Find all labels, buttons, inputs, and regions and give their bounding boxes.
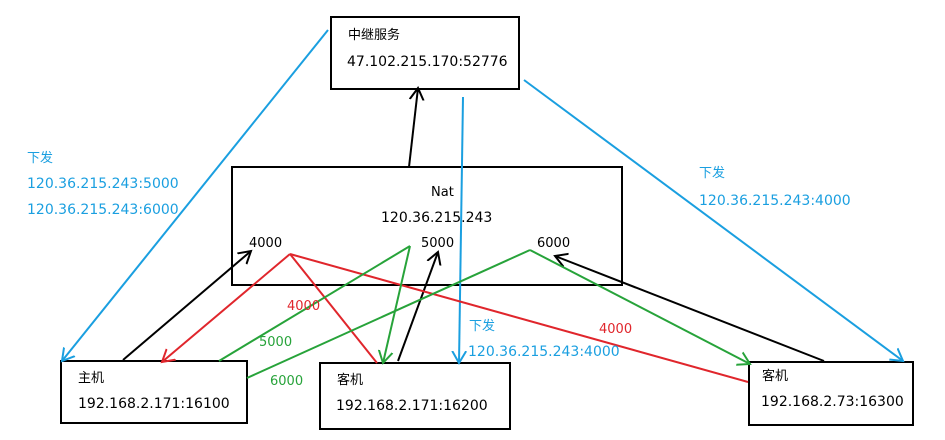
middle-dispatch-line1: 120.36.215.243:4000 [468, 344, 620, 360]
relay-to-guest2-dispatch-arrow [523, 79, 903, 361]
nat-address: 120.36.215.243 [381, 210, 493, 226]
right-dispatch-label: 下发 [699, 166, 726, 181]
green-6000-to-host-line [246, 249, 531, 379]
guest1-title: 客机 [337, 373, 364, 388]
red-4000-to-host-arrow [162, 253, 291, 362]
nat-to-relay-arrow [408, 88, 418, 168]
guest1-address: 192.168.2.171:16200 [336, 398, 488, 414]
red-edge-label-right: 4000 [599, 322, 633, 337]
red-4000-to-guest2-line [289, 253, 749, 383]
host-box [60, 360, 248, 424]
green-6000-to-guest2-arrow [529, 249, 750, 364]
left-dispatch-line1: 120.36.215.243:5000 [27, 176, 179, 192]
host-title: 主机 [78, 371, 105, 386]
left-dispatch-line2: 120.36.215.243:6000 [27, 202, 179, 218]
guest1-box [319, 362, 511, 430]
right-dispatch-line1: 120.36.215.243:4000 [699, 193, 851, 209]
red-4000-to-guest1-line [289, 253, 378, 364]
relay-to-host-dispatch-arrow [62, 29, 329, 361]
guest2-box [748, 361, 914, 426]
green-5000-to-host-line [218, 245, 411, 362]
green-edge-label-6000: 6000 [270, 374, 304, 389]
nat-title: Nat [431, 185, 454, 200]
nat-port-6000: 6000 [537, 236, 571, 251]
middle-dispatch-label: 下发 [469, 319, 496, 334]
guest1-to-nat-5000-arrow [397, 252, 438, 362]
host-address: 192.168.2.171:16100 [78, 396, 230, 412]
nat-port-5000: 5000 [421, 236, 455, 251]
left-dispatch-label: 下发 [27, 151, 54, 166]
relay-server-title: 中继服务 [348, 28, 401, 43]
red-edge-label-left: 4000 [287, 299, 321, 314]
guest2-title: 客机 [762, 369, 789, 384]
guest2-to-nat-6000-arrow [555, 256, 825, 362]
guest2-address: 192.168.2.73:16300 [761, 394, 904, 410]
green-edge-label-5000: 5000 [259, 335, 293, 350]
host-to-nat-4000-arrow [122, 251, 251, 361]
relay-to-guest1-dispatch-arrow [459, 96, 463, 363]
relay-server-address: 47.102.215.170:52776 [347, 54, 508, 70]
green-5000-to-guest1-arrow [383, 245, 411, 363]
nat-port-4000: 4000 [249, 236, 283, 251]
relay-server-box [330, 16, 520, 90]
